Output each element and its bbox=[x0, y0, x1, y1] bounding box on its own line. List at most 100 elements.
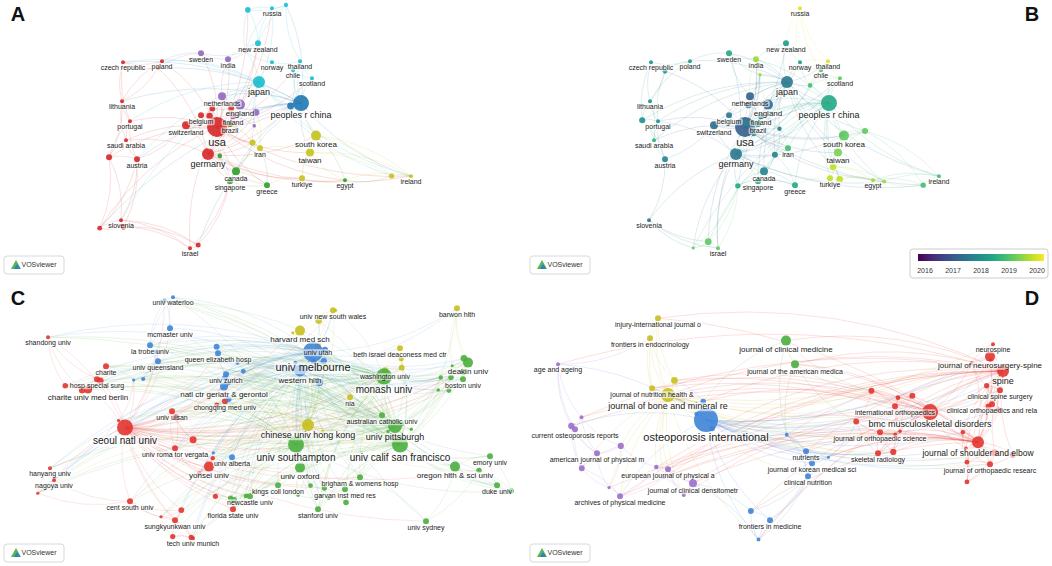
item-label: norway bbox=[788, 64, 813, 71]
item-circle bbox=[639, 117, 645, 123]
item-circle bbox=[218, 92, 226, 100]
item-label: florida state univ bbox=[207, 512, 260, 519]
link-curve bbox=[706, 363, 972, 422]
item-circle bbox=[244, 494, 249, 499]
item-label: portugal bbox=[116, 123, 143, 130]
item-label: turkiye bbox=[819, 181, 842, 188]
link-curve bbox=[800, 60, 828, 63]
item-circle bbox=[748, 508, 754, 514]
link-curve bbox=[100, 127, 217, 228]
link-curve bbox=[736, 154, 884, 183]
item-label: american journal of physical m bbox=[549, 456, 646, 463]
item-circle bbox=[909, 393, 915, 399]
item-circle bbox=[167, 325, 173, 331]
item-label: western hlth bbox=[277, 377, 322, 385]
item-circle bbox=[178, 507, 184, 513]
item-label: yonsei univ bbox=[188, 472, 230, 480]
item-circle bbox=[853, 419, 859, 425]
item-label: finland bbox=[222, 119, 245, 126]
item-circle bbox=[257, 145, 263, 151]
item-label: sweden bbox=[716, 56, 742, 63]
link-curve bbox=[668, 395, 758, 539]
item-label: germany bbox=[717, 160, 754, 169]
item-label: hanyang univ bbox=[28, 470, 72, 477]
item-label: portugal bbox=[644, 123, 671, 130]
item-circle bbox=[805, 473, 811, 479]
item-label: journal of shoulder and elbow bbox=[921, 449, 1034, 458]
item-circle bbox=[743, 120, 749, 126]
link-curve bbox=[665, 71, 745, 127]
item-circle bbox=[777, 126, 781, 130]
item-circle bbox=[726, 112, 732, 118]
item-circle bbox=[159, 515, 162, 518]
item-circle bbox=[649, 385, 655, 391]
item-circle bbox=[295, 463, 305, 473]
item-label: belgium bbox=[716, 118, 743, 125]
item-circle bbox=[249, 139, 255, 145]
item-circle bbox=[689, 479, 697, 487]
year-tick: 2017 bbox=[945, 267, 961, 274]
item-circle bbox=[961, 430, 966, 435]
item-label: univ queensland bbox=[132, 364, 185, 371]
item-label: barwon hlth bbox=[438, 311, 476, 318]
item-label: journal of clinical medicine bbox=[738, 346, 833, 354]
item-circle bbox=[225, 56, 231, 62]
item-circle bbox=[965, 460, 970, 465]
item-circle bbox=[439, 375, 443, 379]
item-label: chile bbox=[285, 72, 301, 79]
link-curve bbox=[620, 436, 978, 497]
item-label: univ roma tor vergata bbox=[141, 451, 209, 458]
item-circle bbox=[132, 379, 135, 382]
item-circle bbox=[172, 517, 178, 523]
link-curve bbox=[558, 364, 575, 429]
link-curve bbox=[208, 10, 248, 154]
logo-badge bbox=[4, 544, 64, 562]
item-label: natl ctr geriatr & gerontol bbox=[179, 391, 269, 399]
item-label: singapore bbox=[214, 184, 247, 191]
item-circle bbox=[189, 535, 194, 540]
item-circle bbox=[461, 355, 468, 362]
item-circle bbox=[196, 243, 201, 248]
link-layer bbox=[38, 5, 1013, 539]
item-label: skeletal radiology bbox=[850, 456, 906, 463]
link-curve bbox=[208, 154, 267, 185]
item-circle bbox=[169, 408, 175, 414]
link-curve bbox=[208, 154, 411, 182]
link-curve bbox=[745, 127, 923, 185]
decoration-layer bbox=[4, 249, 1048, 562]
link-curve bbox=[106, 364, 395, 426]
item-circle bbox=[397, 345, 403, 351]
item-circle bbox=[170, 534, 175, 539]
item-circle bbox=[198, 50, 204, 56]
item-circle bbox=[877, 429, 883, 435]
link-curve bbox=[286, 5, 300, 61]
item-circle bbox=[198, 112, 204, 118]
item-circle bbox=[379, 412, 385, 418]
item-circle bbox=[594, 450, 600, 456]
item-circle bbox=[410, 428, 413, 431]
item-label: india bbox=[748, 62, 765, 69]
link-curve bbox=[217, 43, 258, 127]
item-circle bbox=[291, 331, 294, 334]
item-label: newcastle univ bbox=[226, 499, 274, 506]
item-circle bbox=[618, 443, 624, 449]
link-curve bbox=[48, 337, 125, 427]
item-label: slovenia bbox=[635, 222, 663, 229]
item-label: czech republic bbox=[100, 64, 147, 71]
link-curve bbox=[158, 68, 301, 103]
item-label: boston univ bbox=[444, 382, 482, 389]
item-circle bbox=[984, 383, 989, 388]
item-label: scotland bbox=[298, 80, 326, 87]
item-label: stanford univ bbox=[297, 512, 339, 519]
link-curve bbox=[208, 112, 256, 154]
item-label: washington univ bbox=[359, 373, 411, 380]
item-label: czech republic bbox=[628, 64, 675, 71]
link-curve bbox=[162, 61, 259, 82]
item-label: oregon hlth & sci univ bbox=[416, 472, 495, 480]
year-tick: 2018 bbox=[973, 267, 989, 274]
software-watermark: VOSviewer bbox=[21, 261, 56, 268]
link-curve bbox=[150, 301, 165, 345]
item-label: peoples r china bbox=[797, 111, 860, 120]
item-circle bbox=[103, 363, 109, 369]
